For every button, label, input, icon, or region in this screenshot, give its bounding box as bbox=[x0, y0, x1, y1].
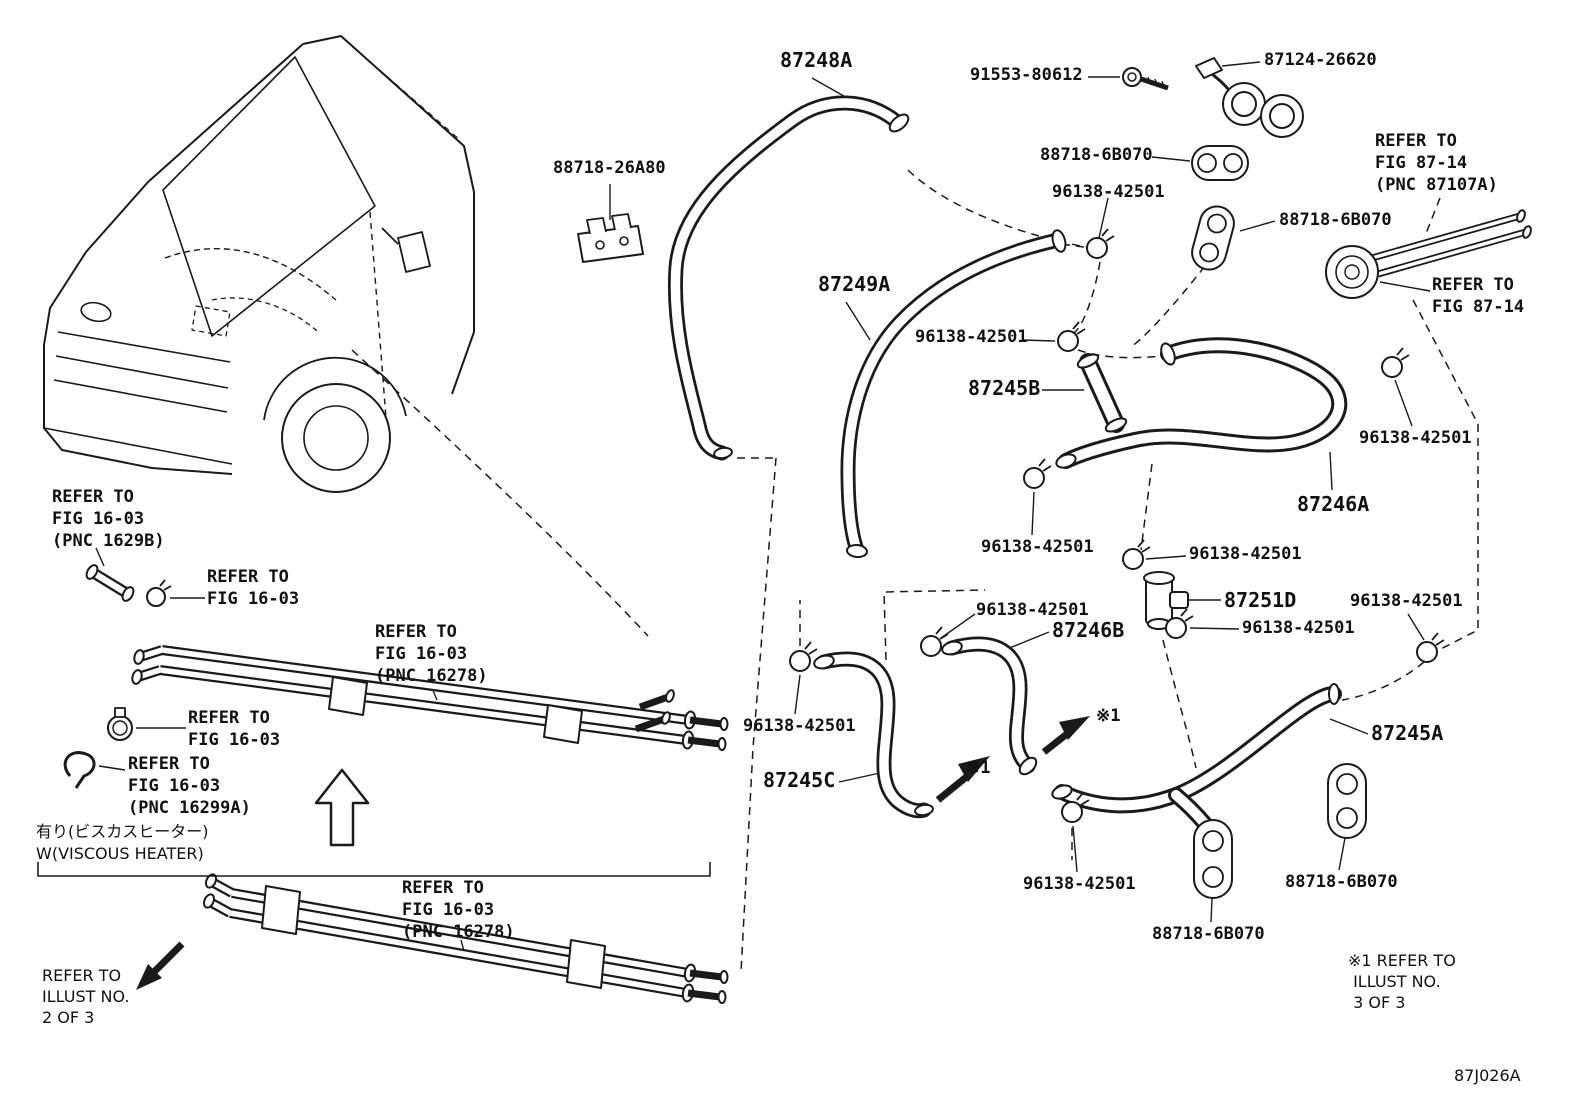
hose-87245b bbox=[1076, 353, 1128, 433]
tee-fitting-87251d bbox=[1143, 571, 1189, 630]
mount-88718-6b070-1 bbox=[1191, 145, 1249, 181]
twin-pipe-assembly-lower bbox=[202, 873, 729, 1004]
leader-lines bbox=[95, 61, 1431, 952]
bracket-88718-26a80 bbox=[577, 213, 644, 263]
label-part-87245a: 87245A bbox=[1371, 721, 1444, 745]
mount-88718-6b070-2 bbox=[1191, 205, 1235, 271]
label-refmark-1: ※1 bbox=[1096, 706, 1121, 726]
clamp-fig16-03-small bbox=[146, 579, 172, 607]
hose-87248a bbox=[667, 95, 910, 461]
twin-pipe-assembly-upper bbox=[131, 645, 729, 751]
illust-2of3-arrow bbox=[136, 941, 185, 990]
label-part-96138-8: 96138-42501 bbox=[1242, 618, 1355, 638]
label-ref-fig16-03-16299a: REFER TO FIG 16-03 (PNC 16299A) bbox=[128, 754, 251, 818]
label-part-96138-9: 96138-42501 bbox=[743, 716, 856, 736]
label-ref-fig87-14: REFER TO FIG 87-14 bbox=[1432, 275, 1525, 317]
label-ref-fig16-03-16278-b: REFER TO FIG 16-03 (PNC 16278) bbox=[402, 878, 515, 942]
bolt-91553 bbox=[1122, 67, 1169, 91]
label-part-96138-5: 96138-42501 bbox=[1189, 544, 1302, 564]
mount-88718-6b070-3 bbox=[1193, 819, 1233, 899]
label-part-88718-26a80: 88718-26A80 bbox=[553, 158, 666, 178]
dashed-routing-lines bbox=[351, 169, 1479, 973]
mount-88718-6b070-4 bbox=[1327, 763, 1367, 839]
label-viscous-note-jp: 有り(ビスカスヒーター) bbox=[36, 822, 209, 841]
label-part-87251d: 87251D bbox=[1224, 588, 1297, 612]
hook-fig16-03 bbox=[63, 751, 96, 789]
ref1-arrow-a bbox=[935, 756, 990, 803]
heater-unit-fig87-14 bbox=[1325, 209, 1532, 299]
label-part-88718-6b070-1: 88718-6B070 bbox=[1040, 145, 1153, 165]
label-part-88718-6b070-2: 88718-6B070 bbox=[1279, 210, 1392, 230]
ref1-arrow-b bbox=[1041, 716, 1090, 755]
label-ref-fig16-03-b: REFER TO FIG 16-03 bbox=[188, 708, 281, 750]
clamp-fig16-03-band bbox=[107, 707, 133, 741]
label-part-96138-7: 96138-42501 bbox=[976, 600, 1089, 620]
label-viscous-note-en: W(VISCOUS HEATER) bbox=[36, 844, 204, 863]
pipe-gasket-87124 bbox=[1195, 57, 1304, 138]
label-ref-fig87-14-pnc: REFER TO FIG 87-14 (PNC 87107A) bbox=[1375, 131, 1498, 195]
label-ref-illust-2of3: REFER TO ILLUST NO. 2 OF 3 bbox=[42, 966, 130, 1027]
label-part-87246a: 87246A bbox=[1297, 492, 1370, 516]
label-part-87248a: 87248A bbox=[780, 48, 853, 72]
hose-clamps-96138 bbox=[789, 228, 1445, 823]
label-refmark-2: ※1 bbox=[966, 758, 991, 778]
label-part-88718-6b070-4: 88718-6B070 bbox=[1152, 924, 1265, 944]
label-part-96138-3: 96138-42501 bbox=[1359, 428, 1472, 448]
label-part-87249a: 87249A bbox=[818, 272, 891, 296]
label-part-91553-80612: 91553-80612 bbox=[970, 65, 1083, 85]
hose-87245c bbox=[813, 651, 934, 819]
label-part-87124-26620: 87124-26620 bbox=[1264, 50, 1377, 70]
label-part-96138-4: 96138-42501 bbox=[981, 537, 1094, 557]
label-part-96138-2: 96138-42501 bbox=[915, 327, 1028, 347]
hose-87246a bbox=[1055, 337, 1348, 469]
label-ref-fig16-03-1629b: REFER TO FIG 16-03 (PNC 1629B) bbox=[52, 487, 165, 551]
label-part-87246b: 87246B bbox=[1052, 618, 1125, 642]
label-part-96138-10: 96138-42501 bbox=[1023, 874, 1136, 894]
van-sketch bbox=[43, 35, 475, 493]
viscous-section-bracket bbox=[37, 862, 711, 877]
pipe-stub-fig16-03 bbox=[85, 564, 135, 602]
label-part-87245c: 87245C bbox=[763, 768, 836, 792]
label-part-96138-6: 96138-42501 bbox=[1350, 591, 1463, 611]
label-ref-fig16-03-16278-a: REFER TO FIG 16-03 (PNC 16278) bbox=[375, 622, 488, 686]
label-ref-illust-3of3: ※1 REFER TO ILLUST NO. 3 OF 3 bbox=[1348, 951, 1456, 1012]
label-ref-fig16-03-a: REFER TO FIG 16-03 bbox=[207, 567, 300, 609]
label-part-88718-6b070-3: 88718-6B070 bbox=[1285, 872, 1398, 892]
hollow-up-arrow bbox=[314, 768, 370, 847]
hose-87249a bbox=[840, 229, 1067, 559]
label-part-87245b: 87245B bbox=[968, 376, 1041, 400]
figure-code: 87J026A bbox=[1454, 1066, 1521, 1085]
label-part-96138-1: 96138-42501 bbox=[1052, 182, 1165, 202]
hose-87246b bbox=[941, 636, 1038, 776]
